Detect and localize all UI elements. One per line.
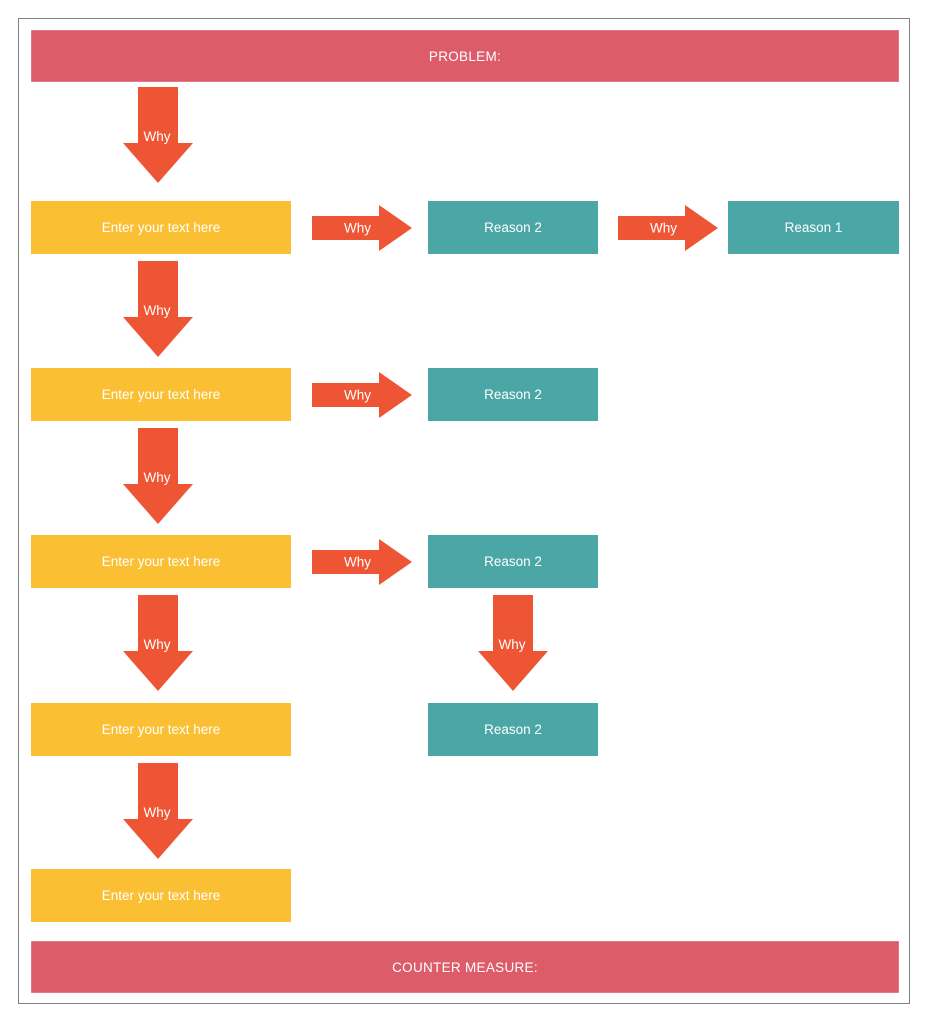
cause-box-3[interactable]: Enter your text here xyxy=(31,535,291,588)
why-arrow-down-2[interactable]: Why xyxy=(123,428,193,524)
right-arrow-icon xyxy=(312,205,412,251)
cause-box-5-label: Enter your text here xyxy=(101,888,221,903)
why-arrow-right-1a[interactable]: Why xyxy=(312,205,412,251)
counter-measure-banner[interactable]: COUNTER MEASURE: xyxy=(31,941,899,993)
cause-box-4[interactable]: Enter your text here xyxy=(31,703,291,756)
cause-box-2[interactable]: Enter your text here xyxy=(31,368,291,421)
down-arrow-icon xyxy=(123,87,193,183)
right-arrow-icon xyxy=(312,539,412,585)
right-arrow-icon xyxy=(618,205,718,251)
why-arrow-down-1[interactable]: Why xyxy=(123,261,193,357)
why-arrow-down-4[interactable]: Why xyxy=(123,763,193,859)
down-arrow-icon xyxy=(123,261,193,357)
reason-box-1b-label: Reason 1 xyxy=(784,220,843,235)
reason-box-3-sub[interactable]: Reason 2 xyxy=(428,703,598,756)
problem-banner-label: PROBLEM: xyxy=(428,48,502,64)
reason-box-3[interactable]: Reason 2 xyxy=(428,535,598,588)
cause-box-5[interactable]: Enter your text here xyxy=(31,869,291,922)
down-arrow-icon xyxy=(123,595,193,691)
reason-box-1b[interactable]: Reason 1 xyxy=(728,201,899,254)
reason-box-3-sub-label: Reason 2 xyxy=(484,722,542,737)
down-arrow-icon xyxy=(123,763,193,859)
reason-box-3-label: Reason 2 xyxy=(484,554,542,569)
down-arrow-icon xyxy=(123,428,193,524)
problem-banner[interactable]: PROBLEM: xyxy=(31,30,899,82)
cause-box-4-label: Enter your text here xyxy=(101,722,221,737)
why-arrow-down-sub[interactable]: Why xyxy=(478,595,548,691)
reason-box-1a-label: Reason 2 xyxy=(484,220,542,235)
reason-box-1a[interactable]: Reason 2 xyxy=(428,201,598,254)
diagram-frame: PROBLEM: Why Enter your text here Why Re… xyxy=(18,18,910,1004)
right-arrow-icon xyxy=(312,372,412,418)
why-arrow-down-3[interactable]: Why xyxy=(123,595,193,691)
counter-measure-banner-label: COUNTER MEASURE: xyxy=(392,959,538,975)
reason-box-2-label: Reason 2 xyxy=(484,387,542,402)
why-arrow-right-1b[interactable]: Why xyxy=(618,205,718,251)
down-arrow-icon xyxy=(478,595,548,691)
reason-box-2[interactable]: Reason 2 xyxy=(428,368,598,421)
cause-box-1-label: Enter your text here xyxy=(101,220,221,235)
why-arrow-down-0[interactable]: Why xyxy=(123,87,193,183)
why-arrow-right-3[interactable]: Why xyxy=(312,539,412,585)
cause-box-1[interactable]: Enter your text here xyxy=(31,201,291,254)
why-arrow-right-2[interactable]: Why xyxy=(312,372,412,418)
cause-box-3-label: Enter your text here xyxy=(101,554,221,569)
cause-box-2-label: Enter your text here xyxy=(101,387,221,402)
